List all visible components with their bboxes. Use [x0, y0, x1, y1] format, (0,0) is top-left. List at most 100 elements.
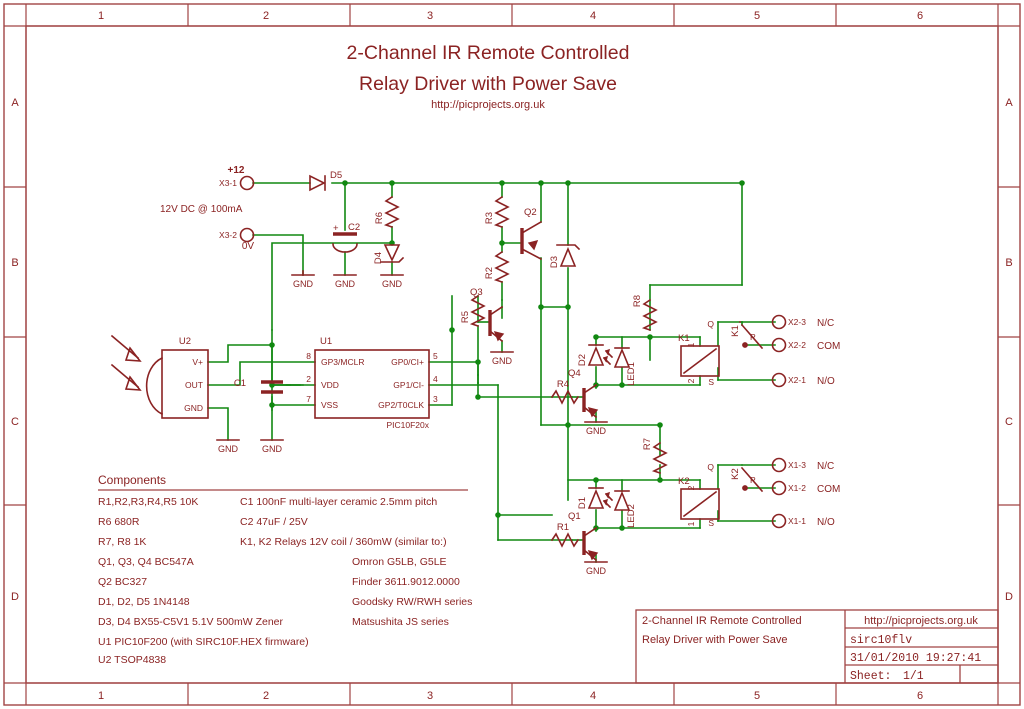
u1-pin-gp0: GP0/CI+: [391, 357, 424, 367]
gnd-label: GND: [382, 279, 403, 289]
gnd-label: GND: [262, 444, 283, 454]
gnd-symbol: GND: [333, 274, 357, 289]
u1-pin-num-4: 4: [433, 374, 438, 384]
c1-ref: C1: [234, 378, 246, 389]
r3-ref: R3: [484, 212, 495, 224]
q1-ref: Q1: [568, 511, 581, 522]
frame-row-d-left: D: [11, 591, 19, 603]
frame-row-b-left: B: [11, 257, 18, 269]
frame-col-1-bottom: 1: [98, 690, 104, 702]
u1-pin-gp3-mclr: GP3/MCLR: [321, 357, 364, 367]
k2-contact-ref: K2: [730, 468, 741, 480]
d3-ref: D3: [549, 256, 560, 268]
u1-part-number: PIC10F20x: [386, 420, 429, 430]
frame-col-6-bottom: 6: [917, 690, 923, 702]
k1-func-com: COM: [817, 341, 840, 352]
frame-col-2-bottom: 2: [263, 690, 269, 702]
k1-coil-pin-1: 1: [686, 342, 696, 347]
mcu-u1: U1 PIC10F20x 8 2 7 GP3/MCLR VDD VSS 5 4 …: [306, 336, 438, 430]
components-right-0: C1 100nF multi-layer ceramic 2.5mm pitch: [240, 496, 437, 508]
r6-ref: R6: [374, 212, 385, 224]
q3-ref: Q3: [470, 287, 483, 298]
frame-row-b-right: B: [1005, 257, 1012, 269]
power-input-connector: +12 X3-1 X3-2 0V 12V DC @ 100mA: [160, 165, 254, 252]
led2: LED2: [602, 490, 637, 528]
d1-ref: D1: [577, 497, 588, 509]
frame-row-labels: A B C D A B C D: [11, 97, 1013, 603]
title-block-filename: sirc10flv: [850, 634, 912, 647]
k2-coil-pin-1: 1: [686, 521, 696, 526]
k1-terminal-x2-3: X2-3: [788, 317, 806, 327]
frame-row-d-right: D: [1005, 591, 1013, 603]
gnd-label: GND: [335, 279, 356, 289]
u1-pin-num-7: 7: [306, 394, 311, 404]
k1-contact-ref: K1: [730, 325, 741, 337]
u1-pin-num-5: 5: [433, 351, 438, 361]
components-left-0: R1,R2,R3,R4,R5 10K: [98, 496, 198, 508]
resistor-r4: R4: [550, 379, 580, 405]
transistor-q4: Q4: [568, 368, 599, 419]
u1-pin-num-3: 3: [433, 394, 438, 404]
frame-col-4-bottom: 4: [590, 690, 596, 702]
frame-col-3-top: 3: [427, 10, 433, 22]
frame-row-a-right: A: [1005, 97, 1013, 109]
k1-terminal-x2-2: X2-2: [788, 340, 806, 350]
k1-contact-q: Q: [707, 319, 714, 329]
resistor-r8: R8: [632, 295, 658, 332]
k2-func-nc: N/C: [817, 461, 834, 472]
title-block-sheet-value: 1/1: [903, 670, 924, 683]
title-block: 2-Channel IR Remote Controlled Relay Dri…: [635, 609, 999, 684]
k1-func-nc: N/C: [817, 318, 834, 329]
frame-row-c-right: C: [1005, 416, 1013, 428]
gnd-symbol: GND: [490, 351, 514, 366]
resistor-r7: R7: [642, 438, 668, 475]
gnd-symbol: GND: [260, 439, 284, 454]
k2-ref: K2: [678, 476, 690, 487]
c2-ref: C2: [348, 222, 360, 233]
led1: LED1: [602, 347, 637, 386]
components-left-8: U2 TSOP4838: [98, 654, 166, 666]
k2-contact-p: P: [750, 475, 756, 485]
u1-pin-vss: VSS: [321, 400, 338, 410]
ground-symbols: GND GND GND GND GND GND GND GND: [216, 270, 608, 576]
u2-ref: U2: [179, 336, 191, 347]
resistor-r2: R2: [484, 250, 510, 284]
led1-ref: LED1: [626, 362, 637, 386]
k2-terminal-x1-3: X1-3: [788, 460, 806, 470]
components-right-1: C2 47uF / 25V: [240, 516, 308, 528]
drawing-title: 2-Channel IR Remote Controlled Relay Dri…: [347, 42, 630, 111]
u1-pin-gp1: GP1/CI-: [393, 380, 424, 390]
r5-ref: R5: [460, 311, 471, 323]
frame-row-c-left: C: [11, 416, 19, 428]
zener-d3: D3: [549, 244, 581, 268]
transistor-q1: Q1: [568, 511, 599, 562]
title-url: http://picprojects.org.uk: [431, 99, 545, 111]
title-block-url: http://picprojects.org.uk: [864, 615, 978, 627]
gnd-label: GND: [586, 426, 607, 436]
k1-contact-s: S: [708, 377, 714, 387]
d5-ref: D5: [330, 170, 342, 181]
components-left-3: Q1, Q3, Q4 BC547A: [98, 556, 194, 568]
ir-receiver-u2: U2 V+ OUT GND: [110, 334, 209, 419]
gnd-label: GND: [586, 566, 607, 576]
x3-1-label: X3-1: [219, 178, 237, 188]
frame-col-4-top: 4: [590, 10, 596, 22]
supply-note: 12V DC @ 100mA: [160, 204, 243, 215]
title-block-desc-2: Relay Driver with Power Save: [642, 634, 788, 646]
d4-ref: D4: [373, 252, 384, 264]
frame-row-a-left: A: [11, 97, 19, 109]
frame-column-labels: 1 2 3 4 5 6 1 2 3 4 5 6: [98, 10, 923, 702]
title-block-desc-1: 2-Channel IR Remote Controlled: [642, 615, 802, 627]
r7-ref: R7: [642, 438, 653, 450]
components-left-1: R6 680R: [98, 516, 140, 528]
frame-col-1-top: 1: [98, 10, 104, 22]
transistor-q2: Q2: [520, 207, 543, 261]
q4-ref: Q4: [568, 368, 581, 379]
frame-col-2-top: 2: [263, 10, 269, 22]
k1-contact-p: P: [750, 332, 756, 342]
components-left-6: D3, D4 BX55-C5V1 5.1V 500mW Zener: [98, 616, 284, 628]
k2-func-com: COM: [817, 484, 840, 495]
title-line-2: Relay Driver with Power Save: [359, 73, 617, 95]
